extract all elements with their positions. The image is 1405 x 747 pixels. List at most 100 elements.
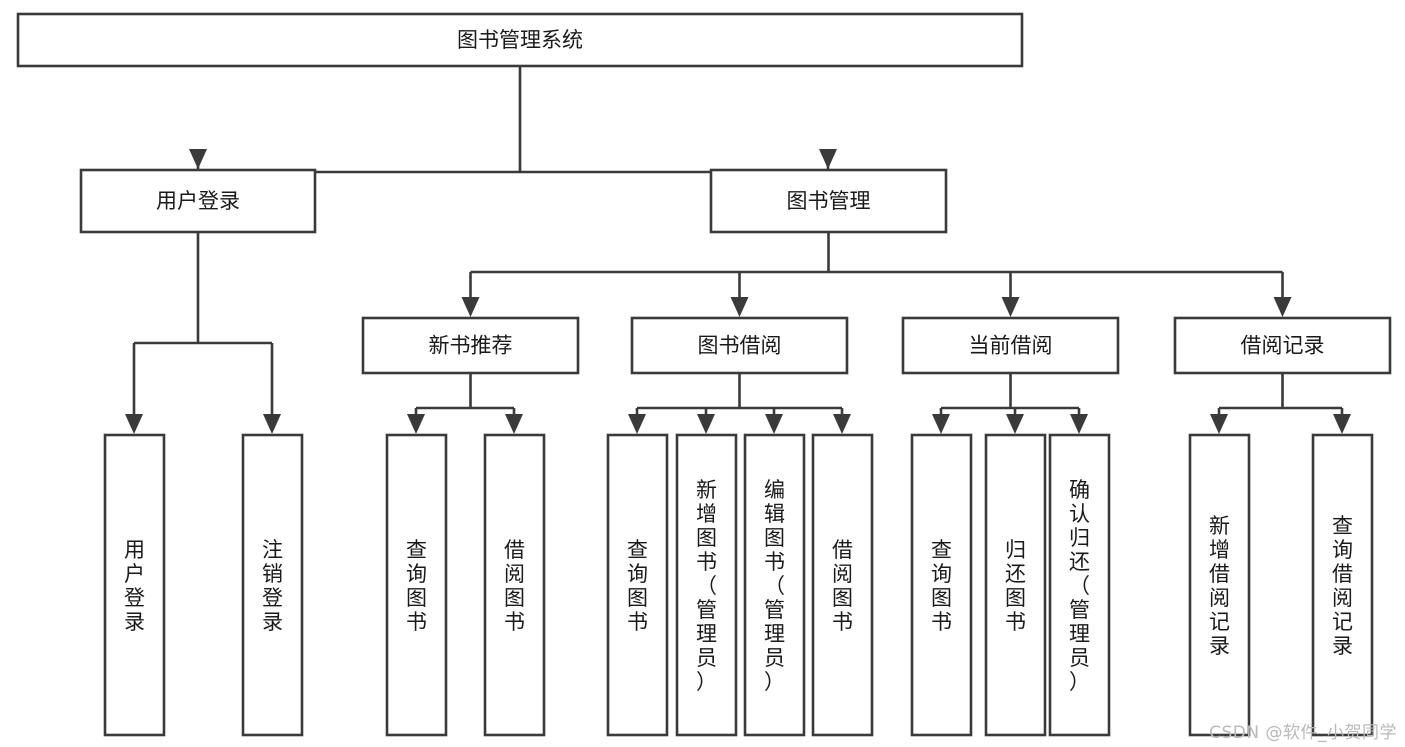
node-label-char: 归	[1005, 538, 1026, 562]
node-label-char: 登	[262, 586, 283, 610]
arrow-head-icon	[1333, 414, 1351, 434]
node-box	[1311, 433, 1374, 737]
node-label-char: 录	[1332, 634, 1353, 658]
node-box	[901, 316, 1120, 375]
node-label: 图书借阅	[698, 334, 782, 358]
nodes-layer: 图书管理系统用户登录图书管理新书推荐图书借阅当前借阅借阅记录用户登录注销登录查询…	[16, 12, 1392, 737]
node-label-char: 录	[1209, 634, 1230, 658]
arrow-head-icon	[1070, 414, 1088, 434]
node-label: 新书推荐	[429, 334, 513, 358]
node-label-char: 新	[1209, 514, 1230, 538]
arrow-head-icon	[765, 414, 783, 434]
node-label-char: 录	[262, 610, 283, 634]
watermark-text: CSDN @软件_小贺同学	[1209, 723, 1397, 743]
node-label-char: 用	[124, 538, 145, 562]
node-label-char: 查	[406, 538, 427, 562]
arrow-head-icon	[263, 414, 281, 434]
node-box	[630, 316, 849, 375]
connectors-layer	[125, 66, 1351, 434]
node-label-char: 书	[627, 610, 648, 634]
node-label-char: 询	[1332, 538, 1353, 562]
node-level3-1[interactable]: 图书借阅	[630, 316, 849, 375]
node-box	[743, 433, 806, 737]
node-box	[241, 433, 304, 737]
node-label-char: 归	[1069, 526, 1090, 550]
node-label-char: 借	[832, 538, 853, 562]
node-label-char: ）	[1069, 670, 1090, 694]
node-label-char: ）	[764, 670, 785, 694]
arrow-head-icon	[819, 149, 837, 169]
node-label-char: 图	[832, 586, 853, 610]
node-label-char: 管	[764, 598, 785, 622]
node-label-char: 询	[627, 562, 648, 586]
arrow-head-icon	[125, 414, 143, 434]
node-label-char: 员	[764, 646, 785, 670]
node-label-char: 还	[1005, 562, 1026, 586]
node-label-char: 员	[1069, 646, 1090, 670]
node-label-char: 阅	[504, 562, 525, 586]
node-label-char: 书	[832, 610, 853, 634]
node-level2-0[interactable]: 用户登录	[79, 168, 317, 234]
node-leaf-0[interactable]: 用户登录	[103, 433, 166, 737]
arrow-head-icon	[189, 149, 207, 169]
node-box	[16, 12, 1024, 68]
arrow-head-icon	[932, 414, 950, 434]
node-label-char: 认	[1069, 502, 1090, 526]
node-label-char: 记	[1209, 610, 1230, 634]
node-label-char: 借	[1332, 562, 1353, 586]
node-label-char: 新	[696, 478, 717, 502]
node-label-char: 书	[406, 610, 427, 634]
node-box	[910, 433, 973, 737]
node-label-char: 阅	[1332, 586, 1353, 610]
node-level2-1[interactable]: 图书管理	[709, 168, 948, 234]
node-label-char: 图	[1005, 586, 1026, 610]
node-box	[361, 316, 580, 375]
node-box	[709, 168, 948, 234]
node-label-char: 询	[406, 562, 427, 586]
node-label-char: 增	[1209, 538, 1230, 562]
node-box	[984, 433, 1047, 737]
node-box	[385, 433, 448, 737]
node-label-char: 管	[696, 598, 717, 622]
arrow-head-icon	[628, 414, 646, 434]
arrow-head-icon	[697, 414, 715, 434]
node-label-char: 借	[504, 538, 525, 562]
node-label-char: 确	[1069, 478, 1090, 502]
node-label: 图书管理系统	[457, 28, 583, 52]
node-label-char: （	[1069, 574, 1090, 598]
node-label-char: 辑	[764, 502, 785, 526]
node-box	[79, 168, 317, 234]
arrow-head-icon	[1273, 297, 1292, 317]
arrow-head-icon	[730, 297, 749, 317]
node-label-char: 员	[696, 646, 717, 670]
node-box	[483, 433, 546, 737]
node-label-char: 户	[124, 562, 145, 586]
node-box	[1188, 433, 1251, 737]
node-box	[675, 433, 738, 737]
node-label-char: 图	[406, 586, 427, 610]
arrow-head-icon	[833, 414, 851, 434]
node-label-char: 图	[931, 586, 952, 610]
node-label-char: 图	[764, 526, 785, 550]
node-label-char: 登	[124, 586, 145, 610]
node-root-0[interactable]: 图书管理系统	[16, 12, 1024, 68]
node-level3-3[interactable]: 借阅记录	[1173, 316, 1392, 375]
node-label-char: 书	[696, 550, 717, 574]
node-level3-2[interactable]: 当前借阅	[901, 316, 1120, 375]
node-level3-0[interactable]: 新书推荐	[361, 316, 580, 375]
node-label-char: 阅	[1209, 586, 1230, 610]
node-box	[103, 433, 166, 737]
arrow-head-icon	[461, 297, 480, 317]
